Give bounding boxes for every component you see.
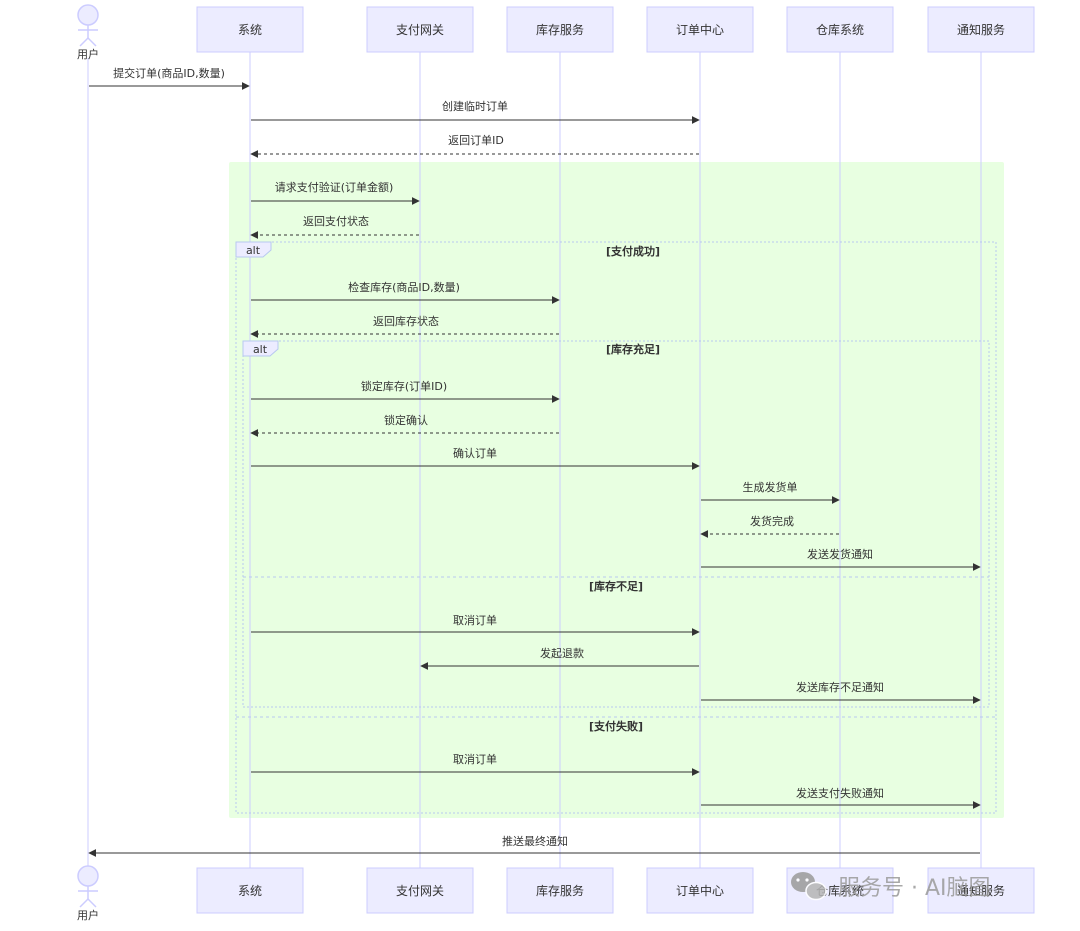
message-label: 锁定库存(订单ID): [361, 379, 447, 393]
participant-order: 订单中心: [646, 6, 754, 53]
participant-inventory: 库存服务: [506, 6, 614, 53]
participant-label: 仓库系统: [816, 883, 864, 898]
participant-gateway: 支付网关: [366, 6, 474, 53]
message-label: 发起退款: [540, 646, 584, 660]
alt-condition-payment-failure: [支付失败]: [589, 719, 643, 733]
actor-label: 用户: [77, 47, 99, 61]
highlight-region: [229, 162, 1004, 818]
participants-top: 用户 系统 支付网关 库存服务 订单中心 仓库系统 通知服务: [77, 4, 1035, 61]
alt-fragment-payment-keyword: alt: [246, 244, 261, 257]
participant-box: [506, 6, 614, 53]
participant-box: [646, 6, 754, 53]
actor-leg-right: [87, 37, 97, 47]
participant-system: 系统: [196, 6, 304, 53]
participant-label: 库存服务: [536, 883, 584, 898]
message-label: 推送最终通知: [502, 834, 568, 848]
alt-fragment-stock-frame: [242, 340, 990, 708]
alt-condition-stock-insufficient: [库存不足]: [589, 579, 643, 593]
participant-box: [786, 6, 894, 53]
actor-user: 用户: [77, 865, 99, 922]
alt-fragment-payment-frame: [235, 241, 997, 814]
message-label: 发送支付失败通知: [796, 786, 884, 800]
actor-user: 用户: [77, 4, 99, 61]
participant-box: [366, 867, 474, 914]
actor-head: [77, 4, 99, 26]
participant-box: [196, 867, 304, 914]
participant-label: 仓库系统: [816, 22, 864, 37]
alt-fragment-payment-tab: [235, 241, 272, 258]
participant-label: 订单中心: [676, 883, 724, 898]
message-label: 取消订单: [453, 752, 497, 766]
message-label: 请求支付验证(订单金额): [275, 180, 394, 194]
participant-box: [927, 6, 1035, 53]
message-label: 确认订单: [453, 447, 497, 460]
wechat-eye: [796, 878, 800, 882]
message-label: 提交订单(商品ID,数量): [113, 66, 225, 80]
alt-condition-payment-success: [支付成功]: [606, 244, 660, 258]
alt-fragment-stock: alt [库存充足] [库存不足]: [242, 340, 990, 708]
message-label: 发送发货通知: [807, 547, 873, 561]
participant-box: [366, 6, 474, 53]
participant-warehouse: 仓库系统: [786, 6, 894, 53]
message-label: 锁定确认: [384, 413, 428, 427]
message-label: 返回支付状态: [303, 214, 369, 228]
watermark: 服务号 · AI脑图: [791, 872, 991, 901]
message-label: 生成发货单: [743, 480, 798, 494]
participant-label: 订单中心: [676, 22, 724, 37]
participant-label: 支付网关: [396, 23, 444, 37]
participant-label: 通知服务: [957, 883, 1005, 898]
watermark-text: 服务号 · AI脑图: [838, 876, 991, 901]
message-label: 检查库存(商品ID,数量): [348, 280, 460, 294]
participant-order: 订单中心: [646, 867, 754, 914]
actor-leg-right: [87, 898, 97, 908]
message-label: 返回库存状态: [373, 314, 439, 328]
participant-label: 库存服务: [536, 22, 584, 37]
participant-box: [927, 867, 1035, 914]
participant-label: 通知服务: [957, 22, 1005, 37]
actor-leg-left: [79, 37, 89, 47]
participant-inventory: 库存服务: [506, 867, 614, 914]
message-label: 取消订单: [453, 613, 497, 627]
message-label: 创建临时订单: [442, 99, 508, 113]
alt-fragment-stock-keyword: alt: [253, 343, 268, 356]
message-label: 发货完成: [750, 514, 794, 528]
participant-notify: 通知服务: [927, 867, 1035, 914]
participant-notify: 通知服务: [927, 6, 1035, 53]
actor-head: [77, 865, 99, 887]
message-label: 返回订单ID: [448, 134, 504, 147]
participant-label: 支付网关: [396, 884, 444, 898]
wechat-icon: [791, 872, 827, 901]
participants-bottom: 用户 系统 支付网关 库存服务 订单中心 仓库系统 通知服务: [77, 865, 1035, 922]
actor-leg-left: [79, 898, 89, 908]
alt-fragment-stock-tab: [242, 340, 279, 357]
participant-box: [506, 867, 614, 914]
participant-label: 系统: [238, 884, 262, 898]
message-label: 发送库存不足通知: [796, 680, 884, 694]
participant-gateway: 支付网关: [366, 867, 474, 914]
lifelines: [87, 52, 982, 868]
actor-label: 用户: [77, 908, 99, 922]
messages: 提交订单(商品ID,数量) 创建临时订单 返回订单ID 请求支付验证(订单金额)…: [88, 66, 981, 857]
wechat-bubble-small: [805, 881, 827, 901]
alt-condition-stock-sufficient: [库存充足]: [606, 342, 660, 356]
wechat-eye: [805, 878, 809, 882]
participant-box: [646, 867, 754, 914]
participant-label: 系统: [238, 23, 262, 37]
participant-system: 系统: [196, 867, 304, 914]
participant-box: [196, 6, 304, 53]
alt-fragment-payment: alt [支付成功] [支付失败]: [235, 241, 997, 814]
